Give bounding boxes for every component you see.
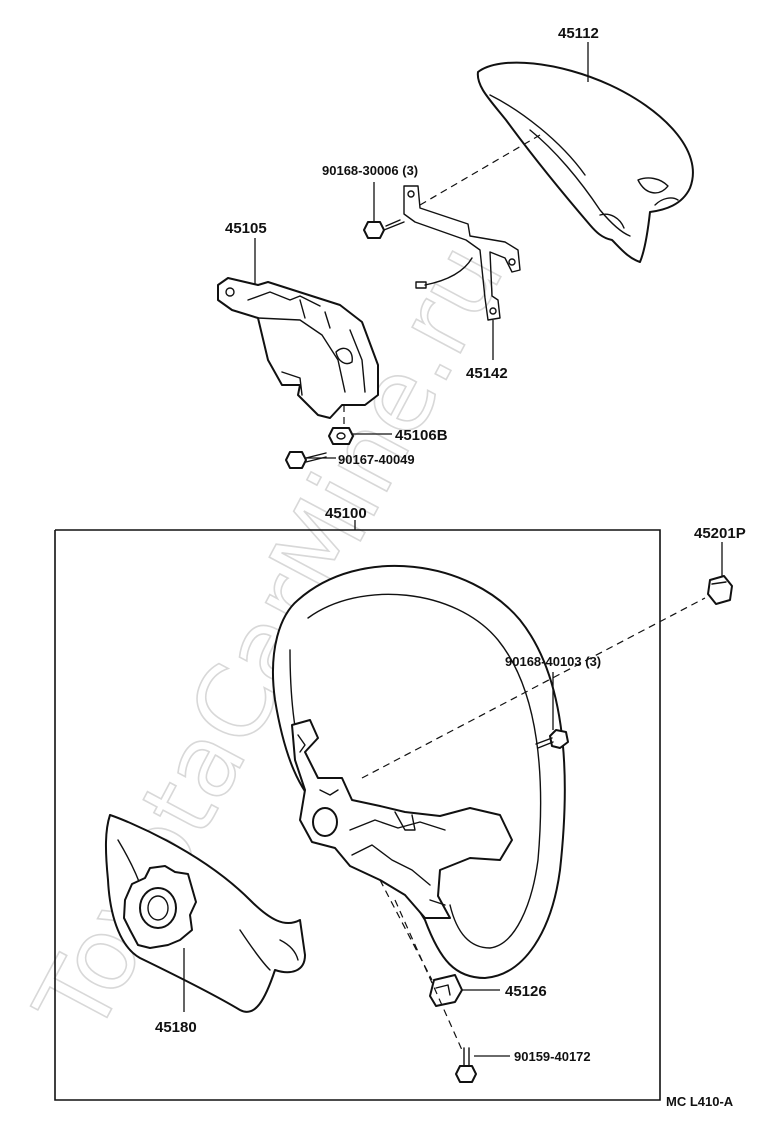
inflator-module-45105 (217, 277, 379, 419)
dash-45112-45142 (419, 134, 541, 206)
label-45201p: 45201P (694, 525, 746, 542)
label-90168-30006: 90168-30006 (3) (322, 163, 418, 178)
bracket-45142 (403, 185, 521, 321)
lower-cover-45180 (104, 814, 306, 1013)
label-45100: 45100 (325, 505, 367, 522)
nut-45201p (707, 575, 733, 605)
steering-wheel-45100 (271, 564, 566, 979)
screw-90159-40172 (455, 1047, 477, 1083)
diagram-code: MC L410-A (666, 1094, 734, 1109)
dash-wheel-to-clip (379, 879, 433, 981)
label-45105: 45105 (225, 220, 267, 237)
label-45106b: 45106B (395, 427, 448, 444)
label-90168-40103: 90168-40103 (3) (505, 654, 601, 669)
label-45180: 45180 (155, 1019, 197, 1036)
dash-wheel-to-screw (394, 899, 463, 1051)
clip-45126 (429, 974, 463, 1007)
label-90159-40172: 90159-40172 (514, 1049, 591, 1064)
label-90167-40049: 90167-40049 (338, 452, 415, 467)
assembly-frame-45100 (54, 529, 661, 1101)
steering-pad-cover (476, 61, 694, 263)
label-45142: 45142 (466, 365, 508, 382)
screw-90168-30006 (363, 219, 405, 239)
label-45126: 45126 (505, 983, 547, 1000)
label-45112: 45112 (558, 25, 599, 42)
bolt-90168-40103 (535, 729, 569, 749)
nut-45106b (328, 427, 354, 445)
dash-wheel-to-nut (361, 597, 706, 779)
